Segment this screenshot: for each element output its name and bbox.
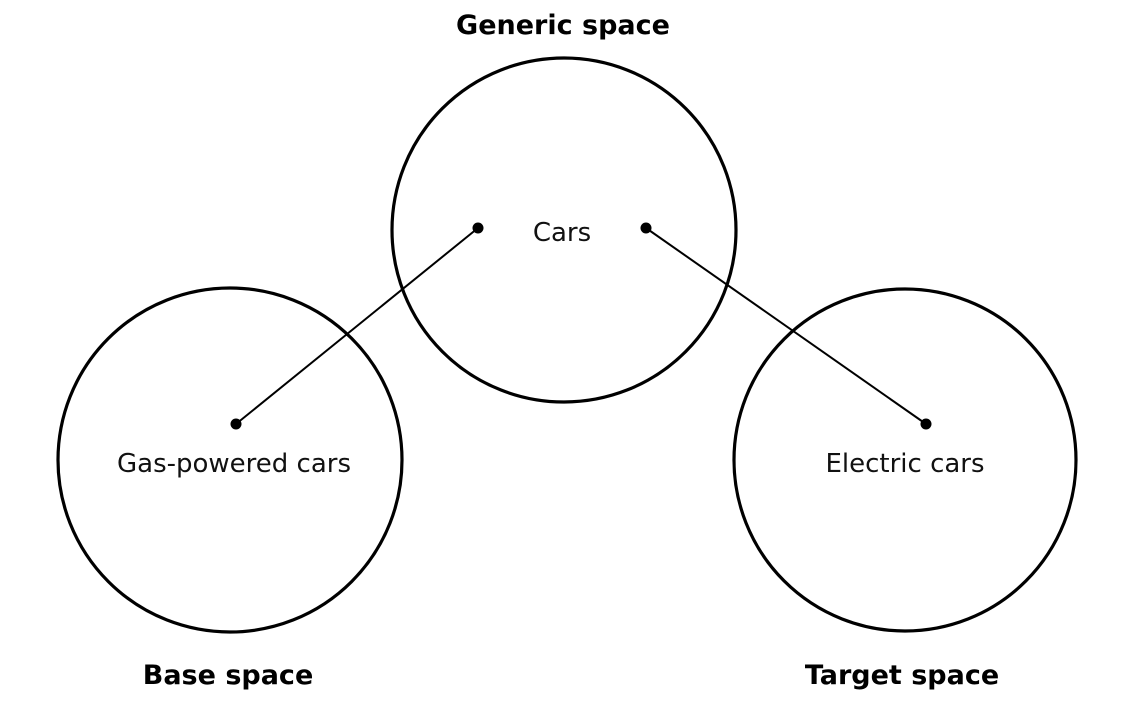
generic-space-concept: Cars xyxy=(533,218,591,248)
generic-right-anchor-dot xyxy=(640,222,652,234)
base-space-title: Base space xyxy=(143,660,314,691)
target-anchor-dot xyxy=(920,418,932,430)
link-generic-to-target xyxy=(645,227,927,425)
generic-space-title: Generic space xyxy=(456,10,670,41)
link-generic-to-base xyxy=(235,227,479,425)
generic-space-circle xyxy=(390,56,738,404)
generic-left-anchor-dot xyxy=(472,222,484,234)
target-space-circle xyxy=(732,287,1078,633)
base-space-concept: Gas-powered cars xyxy=(117,449,351,479)
base-space-circle xyxy=(56,286,404,634)
target-space-concept: Electric cars xyxy=(825,449,984,479)
target-space-title: Target space xyxy=(805,660,999,691)
base-anchor-dot xyxy=(230,418,242,430)
